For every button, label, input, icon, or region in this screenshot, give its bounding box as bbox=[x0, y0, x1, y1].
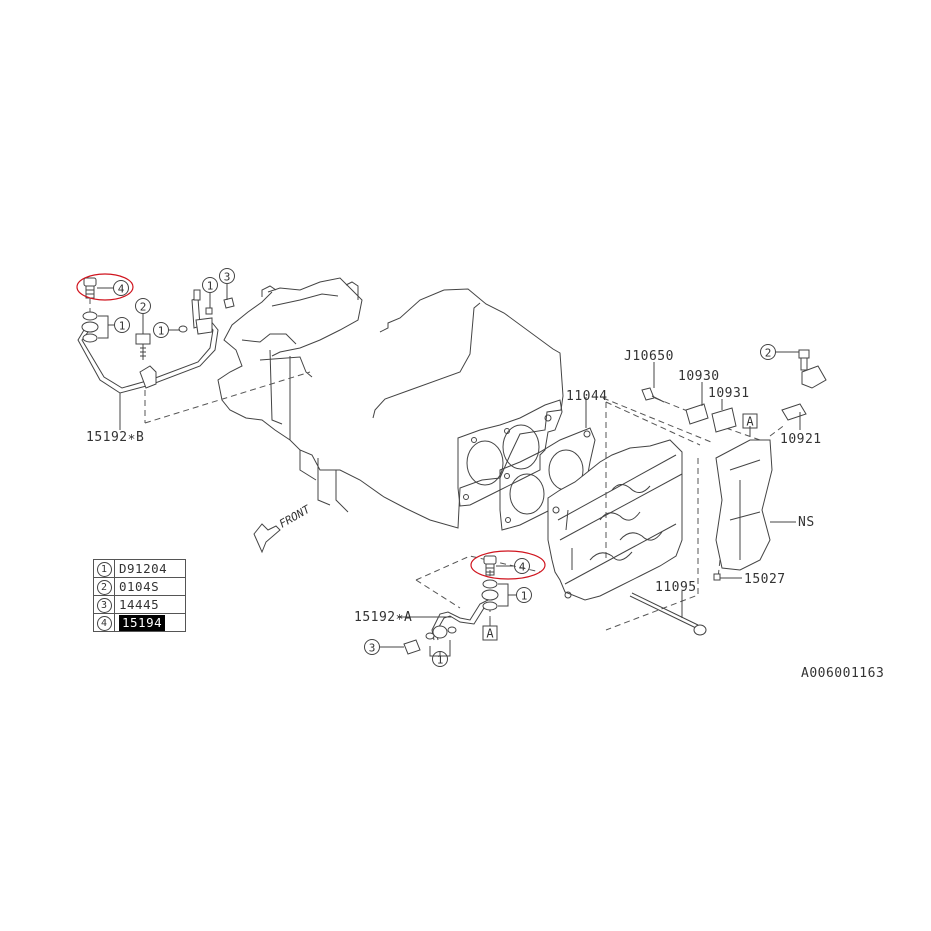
oil-pipe-b bbox=[77, 277, 235, 430]
label-15027[interactable]: 15027 bbox=[744, 572, 786, 587]
legend-row-1[interactable]: 1 D91204 bbox=[93, 559, 186, 578]
label-10931[interactable]: 10931 bbox=[708, 386, 750, 401]
legend-row-2[interactable]: 2 0104S bbox=[93, 577, 186, 596]
legend-number: 4 bbox=[96, 616, 112, 631]
svg-text:4: 4 bbox=[519, 561, 526, 574]
svg-text:A: A bbox=[486, 627, 494, 641]
head-gasket-rear bbox=[457, 399, 563, 507]
legend-code: D91204 bbox=[114, 559, 186, 578]
callout-2-top[interactable]: 2 bbox=[135, 298, 151, 314]
front-direction-arrow: FRONT bbox=[253, 502, 313, 554]
legend-row-3[interactable]: 3 14445 bbox=[93, 595, 186, 614]
legend-table: 1 D91204 2 0104S 3 14445 4 15194 bbox=[93, 559, 186, 632]
label-11095[interactable]: 11095 bbox=[655, 580, 697, 595]
ref-box-a-lower[interactable]: A bbox=[482, 625, 498, 641]
label-10930[interactable]: 10930 bbox=[678, 369, 720, 384]
legend-code: 14445 bbox=[114, 595, 186, 614]
right-parts bbox=[641, 349, 827, 581]
svg-text:1: 1 bbox=[437, 654, 444, 667]
label-ns[interactable]: NS bbox=[798, 515, 815, 530]
catalog-id: A006001163 bbox=[801, 666, 885, 681]
svg-text:4: 4 bbox=[118, 283, 125, 296]
callout-1-top[interactable]: 1 bbox=[114, 317, 130, 333]
head-bolt-11095 bbox=[629, 591, 707, 636]
callout-1-top-mid-a[interactable]: 1 bbox=[153, 322, 169, 338]
callout-3-top[interactable]: 3 bbox=[219, 268, 235, 284]
front-label: FRONT bbox=[277, 502, 313, 531]
legend-number: 1 bbox=[96, 562, 112, 577]
svg-text:3: 3 bbox=[224, 271, 231, 284]
callout-3-bottom[interactable]: 3 bbox=[364, 639, 380, 655]
svg-text:A: A bbox=[746, 415, 754, 429]
svg-text:1: 1 bbox=[119, 320, 126, 333]
ref-box-a-upper[interactable]: A bbox=[742, 413, 758, 429]
label-15192-b[interactable]: 15192∗B bbox=[86, 430, 144, 445]
oil-pipe-a bbox=[403, 555, 499, 655]
legend-number: 2 bbox=[96, 580, 112, 595]
callout-4-top[interactable]: 4 bbox=[113, 280, 129, 296]
label-10921[interactable]: 10921 bbox=[780, 432, 822, 447]
legend-code: 0104S bbox=[114, 577, 186, 596]
highlight-ellipse-top bbox=[76, 273, 134, 301]
callout-4-center[interactable]: 4 bbox=[514, 558, 530, 574]
svg-text:2: 2 bbox=[765, 347, 772, 360]
legend-row-4-selected[interactable]: 4 15194 bbox=[93, 613, 186, 632]
callout-1-center[interactable]: 1 bbox=[516, 587, 532, 603]
callout-1-top-mid-b[interactable]: 1 bbox=[202, 277, 218, 293]
highlight-ellipse-center bbox=[470, 550, 546, 580]
svg-text:1: 1 bbox=[521, 590, 528, 603]
callout-2-right[interactable]: 2 bbox=[760, 344, 776, 360]
svg-text:1: 1 bbox=[207, 280, 214, 293]
label-j10650[interactable]: J10650 bbox=[624, 349, 674, 364]
engine-block-outline bbox=[217, 277, 564, 529]
cylinder-head bbox=[547, 439, 683, 601]
svg-text:3: 3 bbox=[369, 642, 376, 655]
callout-leaders bbox=[97, 283, 801, 657]
svg-text:1: 1 bbox=[158, 325, 165, 338]
legend-number: 3 bbox=[96, 598, 112, 613]
callout-1-bottom[interactable]: 1 bbox=[432, 651, 448, 667]
label-11044[interactable]: 11044 bbox=[566, 389, 608, 404]
label-15192-a[interactable]: 15192∗A bbox=[354, 610, 412, 625]
svg-text:2: 2 bbox=[140, 301, 147, 314]
legend-code-selected: 15194 bbox=[119, 614, 166, 631]
